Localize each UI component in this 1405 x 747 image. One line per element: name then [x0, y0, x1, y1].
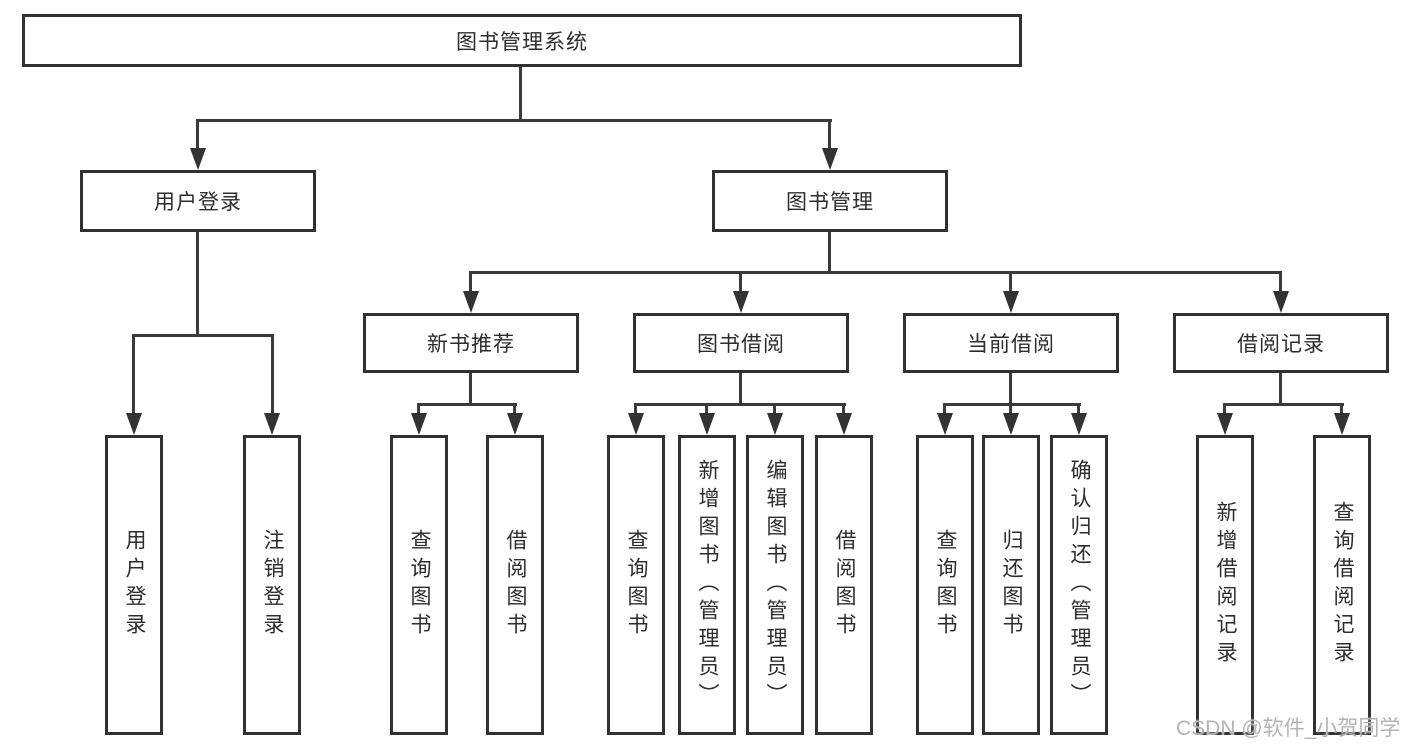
node-borrow-records-label: 借阅记录 [1237, 333, 1325, 356]
connector-borrowing-rail [634, 403, 846, 406]
arrow-down-icon [411, 413, 427, 435]
leaf-user-login: 用户登录 [105, 435, 163, 735]
arrow-down-icon [822, 148, 838, 170]
connector-newbook-drop-1 [417, 403, 420, 417]
arrow-down-icon [463, 291, 479, 313]
node-current-borrowing: 当前借阅 [903, 313, 1119, 373]
node-current-borrowing-label: 当前借阅 [967, 333, 1055, 356]
leaf-current-query-label: 查询图书 [934, 529, 957, 641]
arrow-down-icon [1334, 413, 1350, 435]
leaf-newbook-query: 查询图书 [390, 435, 448, 735]
node-borrow-records: 借阅记录 [1173, 313, 1389, 373]
leaf-borrowing-borrow: 借阅图书 [815, 435, 873, 735]
arrow-down-icon [1273, 291, 1289, 313]
leaf-borrowing-add-admin-label: 新增图书（管理员） [696, 459, 719, 711]
leaf-borrowing-borrow-label: 借阅图书 [833, 529, 856, 641]
arrow-down-icon [1003, 291, 1019, 313]
arrow-down-icon [1071, 413, 1087, 435]
leaf-logout-label: 注销登录 [261, 529, 284, 641]
node-book-borrowing: 图书借阅 [633, 313, 849, 373]
leaf-current-query: 查询图书 [916, 435, 974, 735]
node-root-label: 图书管理系统 [456, 30, 588, 54]
arrow-down-icon [126, 413, 142, 435]
connector-root-drop-1 [196, 119, 199, 150]
node-user-login-label: 用户登录 [154, 191, 242, 214]
connector-bookmgmt-stem [828, 232, 831, 274]
arrow-down-icon [767, 413, 783, 435]
connector-current-drop-1 [943, 403, 946, 417]
connector-borrowing-drop-4 [842, 403, 845, 417]
connector-bookmgmt-drop-2 [739, 271, 742, 293]
node-book-management: 图书管理 [712, 170, 948, 232]
arrow-down-icon [937, 413, 953, 435]
arrow-down-icon [1217, 413, 1233, 435]
connector-current-drop-2 [1009, 403, 1012, 417]
arrow-down-icon [628, 413, 644, 435]
arrow-down-icon [699, 413, 715, 435]
leaf-borrowing-query: 查询图书 [607, 435, 665, 735]
connector-current-drop-3 [1077, 403, 1080, 417]
connector-bookmgmt-drop-1 [469, 271, 472, 293]
leaf-newbook-borrow: 借阅图书 [486, 435, 544, 735]
arrow-down-icon [264, 413, 280, 435]
connector-newbook-stem [469, 373, 472, 406]
leaf-records-query-label: 查询借阅记录 [1331, 501, 1354, 669]
leaf-current-confirm-return-admin-label: 确认归还（管理员） [1068, 459, 1091, 711]
connector-records-drop-2 [1340, 403, 1343, 417]
arrow-down-icon [507, 413, 523, 435]
leaf-current-return-label: 归还图书 [1000, 529, 1023, 641]
connector-bookmgmt-rail [469, 271, 1282, 274]
arrow-down-icon [1003, 413, 1019, 435]
connector-bookmgmt-drop-4 [1279, 271, 1282, 293]
connector-current-stem [1009, 373, 1012, 406]
connector-userlogin-stem [196, 232, 199, 336]
node-new-book-recommend: 新书推荐 [363, 313, 579, 373]
connector-userlogin-drop-1 [132, 334, 135, 415]
arrow-down-icon [190, 148, 206, 170]
connector-borrowing-drop-3 [773, 403, 776, 417]
leaf-newbook-query-label: 查询图书 [408, 529, 431, 641]
csdn-watermark: CSDN @软件_小贺同学 [1176, 717, 1401, 740]
connector-bookmgmt-drop-3 [1009, 271, 1012, 293]
connector-userlogin-drop-2 [271, 334, 274, 415]
connector-borrowing-drop-2 [705, 403, 708, 417]
node-book-borrowing-label: 图书借阅 [697, 333, 785, 356]
connector-root-stem [519, 67, 522, 121]
leaf-borrowing-edit-admin: 编辑图书（管理员） [746, 435, 804, 735]
connector-borrowing-stem [739, 373, 742, 406]
connector-root-rail [196, 119, 832, 122]
leaf-current-confirm-return-admin: 确认归还（管理员） [1050, 435, 1108, 735]
connector-records-stem [1279, 373, 1282, 406]
arrow-down-icon [836, 413, 852, 435]
leaf-user-login-label: 用户登录 [123, 529, 146, 641]
leaf-current-return: 归还图书 [982, 435, 1040, 735]
node-new-book-recommend-label: 新书推荐 [427, 333, 515, 356]
connector-root-drop-2 [828, 119, 831, 150]
leaf-borrowing-query-label: 查询图书 [625, 529, 648, 641]
leaf-newbook-borrow-label: 借阅图书 [504, 529, 527, 641]
node-book-management-label: 图书管理 [786, 191, 874, 214]
connector-newbook-drop-2 [513, 403, 516, 417]
leaf-borrowing-add-admin: 新增图书（管理员） [678, 435, 736, 735]
leaf-logout: 注销登录 [243, 435, 301, 735]
leaf-records-query: 查询借阅记录 [1313, 435, 1371, 735]
leaf-borrowing-edit-admin-label: 编辑图书（管理员） [764, 459, 787, 711]
connector-borrowing-drop-1 [634, 403, 637, 417]
leaf-records-add-label: 新增借阅记录 [1214, 501, 1237, 669]
connector-current-rail [943, 403, 1081, 406]
arrow-down-icon [733, 291, 749, 313]
node-user-login: 用户登录 [80, 170, 316, 232]
connector-records-drop-1 [1223, 403, 1226, 417]
leaf-records-add: 新增借阅记录 [1196, 435, 1254, 735]
connector-records-rail [1223, 403, 1344, 406]
connector-newbook-rail [417, 403, 517, 406]
node-root: 图书管理系统 [22, 14, 1022, 67]
connector-userlogin-rail [132, 334, 274, 337]
